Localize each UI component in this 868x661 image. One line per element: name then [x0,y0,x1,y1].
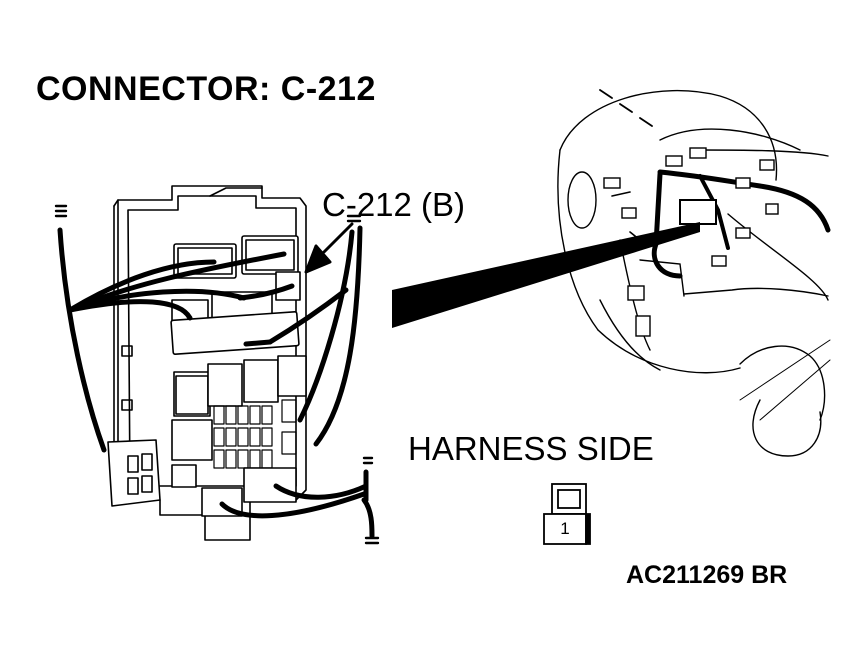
location-pointer [392,222,700,328]
wire-harness [57,225,375,539]
vehicle-location-view [557,89,831,457]
diagram-title: CONNECTOR: C-212 [36,70,376,108]
figure-code: AC211269 BR [626,561,788,589]
junction-block [107,185,307,541]
connector-callout-label: C-212 (B) [322,186,466,223]
harness-side-label: HARNESS SIDE [408,430,654,467]
terminal-number-label: 1 [560,519,570,538]
harness-side-connector-symbol [543,483,591,545]
callout-arrow [304,222,354,274]
